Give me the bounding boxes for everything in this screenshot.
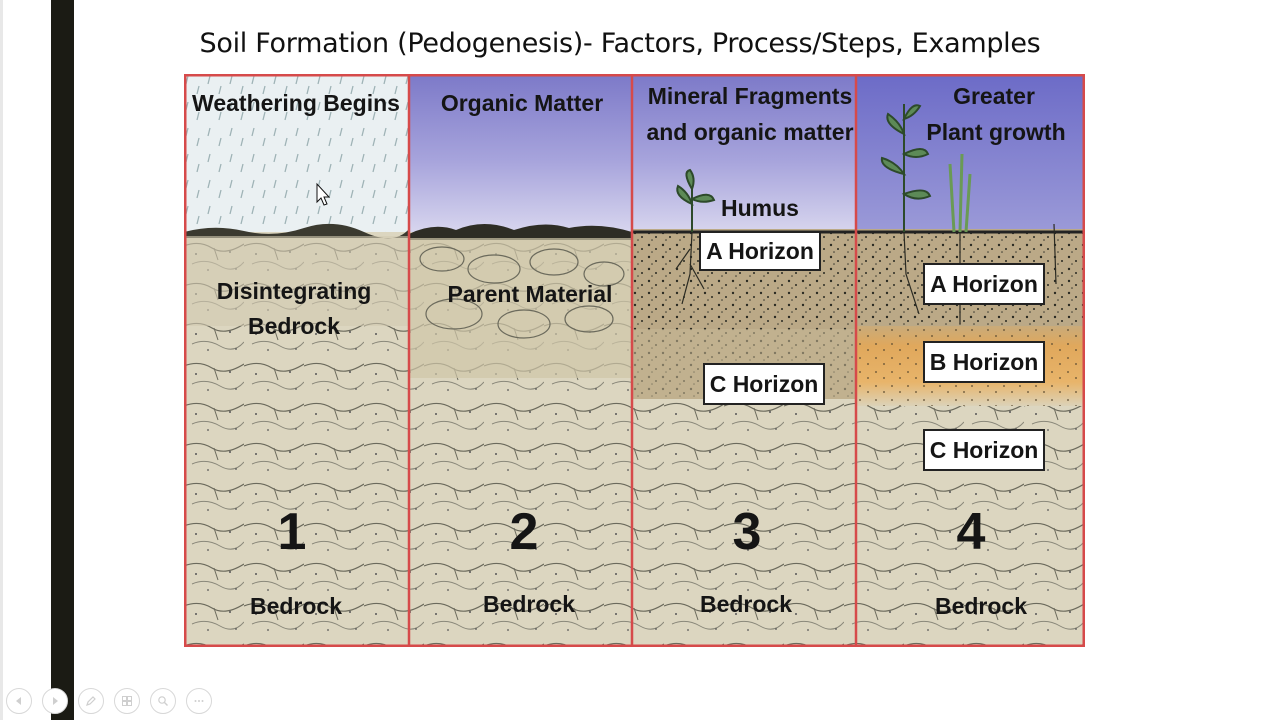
panel-2-number: 2	[510, 503, 539, 561]
left-dark-bar	[51, 0, 74, 720]
panel-1-mid-label-line-2: Bedrock	[248, 313, 340, 339]
panel-4-b-horizon-box: B Horizon	[923, 341, 1045, 383]
panel-4-c-horizon-box: C Horizon	[923, 429, 1045, 471]
panel-3-header-line-2: and organic matter	[646, 119, 853, 145]
panel-4-header-line-2: Plant growth	[926, 119, 1065, 145]
panel-3-c-horizon-label: C Horizon	[710, 371, 819, 397]
panel-3-bedrock-label: Bedrock	[700, 591, 792, 617]
panel-3-a-horizon-label: A Horizon	[706, 238, 814, 264]
pen-icon[interactable]	[78, 688, 104, 714]
panel-3-number: 3	[733, 503, 762, 561]
panel-2-bedrock-label: Bedrock	[483, 591, 575, 617]
panel-1	[184, 74, 409, 647]
panel-3	[632, 74, 856, 647]
panel-borders	[184, 74, 1085, 647]
panel-2-header: Organic Matter	[441, 90, 603, 116]
window-edge	[0, 0, 3, 720]
panel-4-header-line-1: Greater	[953, 83, 1035, 109]
panel-2-mid-label: Parent Material	[448, 281, 613, 307]
panel-4-c-horizon-label: C Horizon	[930, 437, 1039, 463]
panel-4-bedrock-label: Bedrock	[935, 593, 1027, 619]
panel-4-b-horizon-label: B Horizon	[930, 349, 1039, 375]
panel-1-header: Weathering Begins	[192, 90, 400, 116]
zoom-icon[interactable]	[150, 688, 176, 714]
slideshow-toolbar	[6, 688, 212, 714]
slide-title: Soil Formation (Pedogenesis)- Factors, P…	[199, 28, 1041, 59]
previous-icon[interactable]	[6, 688, 32, 714]
panel-1-number: 1	[278, 503, 307, 561]
next-icon[interactable]	[42, 688, 68, 714]
panel-4-a-horizon-box: A Horizon	[923, 263, 1045, 305]
panel-1-bedrock-label: Bedrock	[250, 593, 342, 619]
panel-3-humus-label: Humus	[721, 195, 799, 221]
panel-3-c-horizon-box: C Horizon	[703, 363, 825, 405]
mouse-cursor-icon	[316, 182, 331, 206]
panel-4-number: 4	[957, 503, 986, 561]
panel-2	[409, 74, 632, 647]
more-icon[interactable]	[186, 688, 212, 714]
slides-icon[interactable]	[114, 688, 140, 714]
panel-3-header-line-1: Mineral Fragments	[648, 83, 853, 109]
panel-3-a-horizon-box: A Horizon	[699, 231, 821, 271]
panel-1-mid-label-line-1: Disintegrating	[217, 278, 372, 304]
panel-4-a-horizon-label: A Horizon	[930, 271, 1038, 297]
soil-formation-diagram: Weathering Begins Disintegrating Bedrock…	[184, 74, 1085, 647]
